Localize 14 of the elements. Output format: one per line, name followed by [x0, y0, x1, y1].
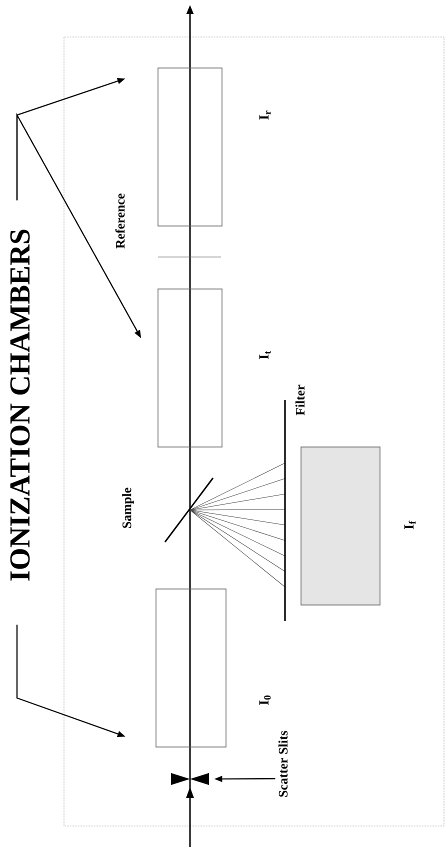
part-label: Reference [115, 194, 125, 248]
ionization-chamber [158, 288, 222, 448]
slit-drawing [171, 773, 209, 785]
detector-box [300, 446, 380, 606]
ionization-chamber [156, 588, 226, 748]
signal-label: I$_{r}$ [259, 110, 271, 120]
signal-label: I$_{f}$ [404, 520, 416, 530]
ionization-chamber [158, 68, 222, 226]
part-label: Sample [122, 488, 134, 528]
heading-text: IONIZATION CHAMBERS [10, 230, 30, 581]
slit-label: Scatter Slits [278, 730, 288, 797]
signal-label: I$_{0}$ [259, 695, 271, 705]
signal-label: I$_{t}$ [259, 350, 271, 360]
part-label: Filter [295, 384, 305, 416]
